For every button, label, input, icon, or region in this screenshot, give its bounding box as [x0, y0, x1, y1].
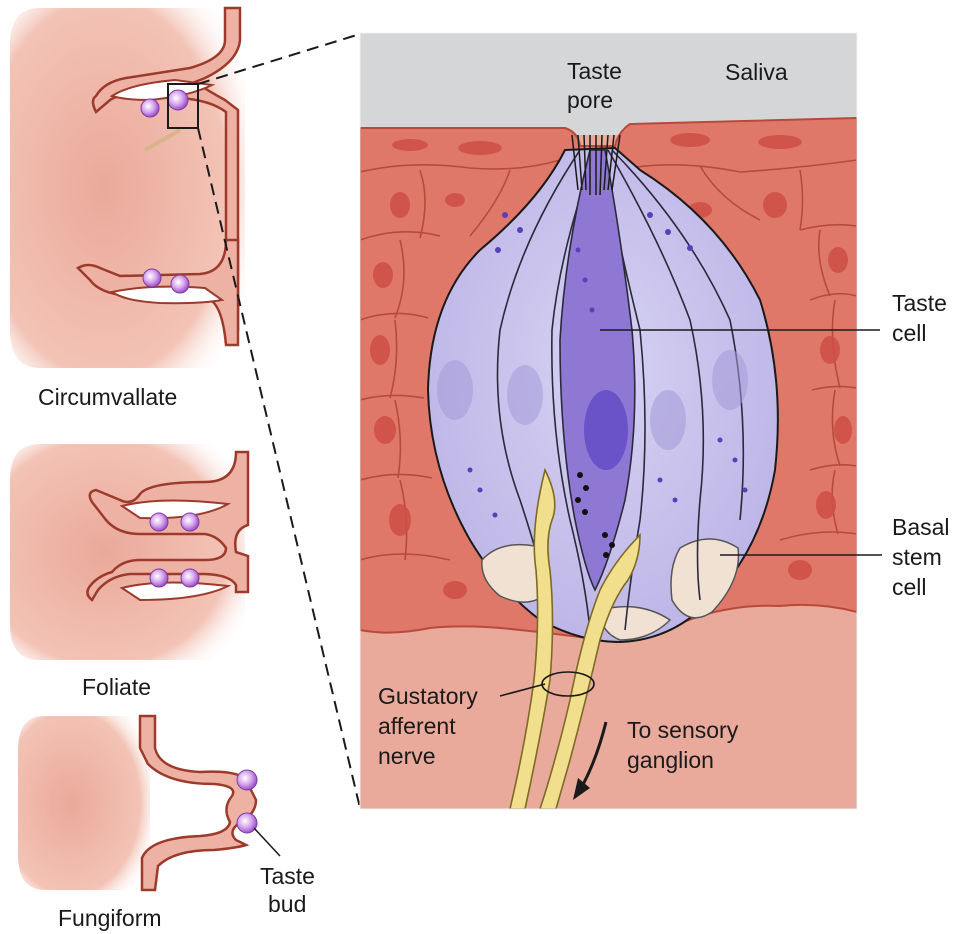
taste-bud-sphere [237, 813, 257, 833]
circumvallate-papilla [10, 8, 245, 368]
taste-bud-sphere [141, 99, 159, 117]
label-taste-cell-line2: cell [892, 320, 927, 346]
label-to-sensory-line2: ganglion [627, 747, 714, 773]
taste-bud-sphere [181, 513, 199, 531]
label-gustatory-line1: Gustatory [378, 683, 478, 709]
fungiform-mound [140, 716, 256, 890]
label-circumvallate: Circumvallate [38, 384, 177, 410]
taste-bud-sphere [171, 275, 189, 293]
label-basal-stem-cell-line2: stem [892, 544, 942, 570]
label-to-sensory-line1: To sensory [627, 717, 739, 743]
label-foliate: Foliate [82, 674, 151, 700]
taste-bud-leader [254, 828, 280, 856]
taste-bud-sphere [150, 513, 168, 531]
foliate-tissue [10, 444, 245, 660]
taste-cell-nucleus [584, 390, 628, 470]
label-saliva: Saliva [725, 59, 788, 85]
label-taste-bud-line2: bud [268, 891, 306, 917]
label-basal-stem-cell-line3: cell [892, 574, 927, 600]
taste-bud-sphere [181, 569, 199, 587]
fungiform-papilla [18, 716, 280, 890]
label-gustatory-line2: afferent [378, 713, 456, 739]
label-taste-bud-line1: Taste [260, 863, 315, 889]
taste-bud-sphere [150, 569, 168, 587]
foliate-papilla [10, 444, 248, 660]
label-taste-cell-line1: Taste [892, 290, 947, 316]
taste-bud-sphere [143, 269, 161, 287]
taste-bud-sphere [168, 90, 188, 110]
label-basal-stem-cell-line1: Basal [892, 514, 950, 540]
taste-bud-sphere [237, 770, 257, 790]
label-fungiform: Fungiform [58, 905, 162, 931]
fungiform-tissue [18, 716, 150, 890]
label-taste-pore-line2: pore [567, 87, 613, 113]
label-gustatory-line3: nerve [378, 743, 436, 769]
label-taste-pore-line1: Taste [567, 58, 622, 84]
